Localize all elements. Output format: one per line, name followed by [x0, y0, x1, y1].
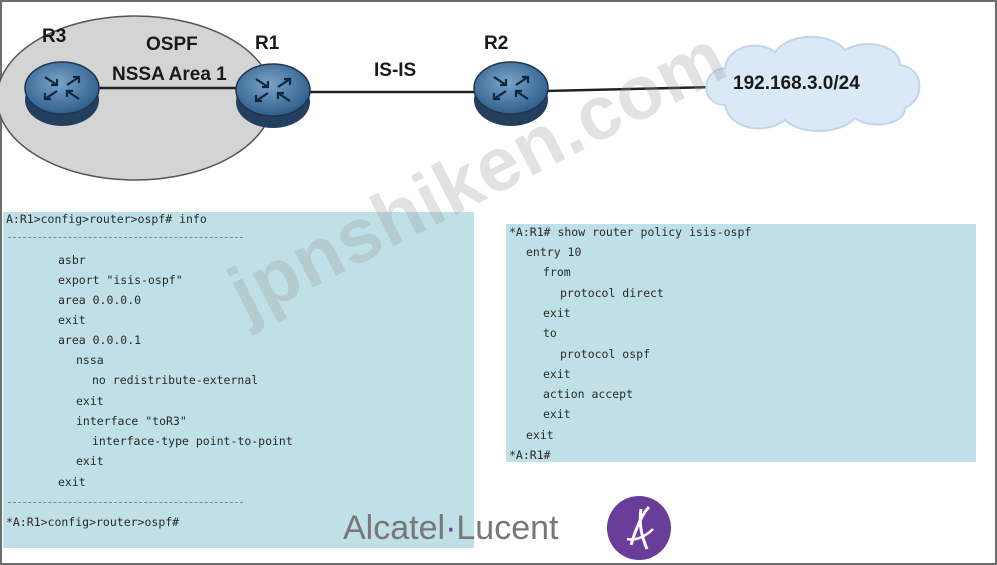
- router-icon: [24, 61, 100, 126]
- config-line: exit: [58, 475, 86, 489]
- policy-line: protocol direct: [560, 286, 664, 300]
- ospf-end-prompt: *A:R1>config>router>ospf#: [6, 515, 180, 529]
- config-line: interface "toR3": [76, 414, 187, 428]
- config-line: area 0.0.0.1: [58, 333, 142, 347]
- brand-separator: ·: [445, 509, 457, 547]
- separator-bottom: [8, 502, 243, 503]
- router-icon: [235, 63, 311, 128]
- cloud-network-label: 192.168.3.0/24: [733, 73, 860, 94]
- policy-line: entry 10: [526, 245, 582, 259]
- network-topology: [0, 15, 921, 181]
- policy-line: action accept: [543, 387, 634, 401]
- router-label-r2: R2: [484, 33, 509, 54]
- brand-wordmark: Alcatel·Lucent: [343, 509, 558, 548]
- router-label-r3: R3: [42, 26, 67, 47]
- config-line: exit: [76, 394, 104, 408]
- policy-line: exit: [526, 428, 554, 442]
- policy-line: exit: [543, 367, 571, 381]
- router-icon: [473, 61, 549, 126]
- policy-output-panel: [506, 224, 976, 462]
- policy-line: exit: [543, 306, 571, 320]
- config-line: exit: [58, 313, 86, 327]
- policy-line: *A:R1# show router policy isis-ospf: [509, 225, 752, 239]
- config-line: exit: [76, 454, 104, 468]
- policy-line: from: [543, 265, 571, 279]
- policy-line: exit: [543, 407, 571, 421]
- config-line: no redistribute-external: [92, 373, 259, 387]
- nssa-area-label: NSSA Area 1: [112, 64, 227, 85]
- link-r2-cloud: [544, 85, 716, 93]
- config-line: export "isis-ospf": [58, 273, 183, 287]
- network-cloud-icon: [705, 35, 921, 132]
- router-label-r1: R1: [255, 33, 280, 54]
- isis-link-label: IS-IS: [374, 60, 417, 81]
- ospf-info-prompt: A:R1>config>router>ospf# info: [6, 212, 207, 226]
- separator-top: [8, 237, 243, 238]
- alcatel-lucent-logo-icon: [607, 496, 671, 560]
- policy-line: *A:R1#: [509, 448, 551, 462]
- config-line: area 0.0.0.0: [58, 293, 142, 307]
- config-line: asbr: [58, 253, 86, 267]
- config-line: nssa: [76, 353, 104, 367]
- config-line: interface-type point-to-point: [92, 434, 293, 448]
- ospf-label: OSPF: [146, 34, 198, 55]
- brand-part2: Lucent: [456, 509, 559, 547]
- policy-line: protocol ospf: [560, 347, 651, 361]
- policy-line: to: [543, 326, 557, 340]
- ospf-config-panel: [3, 212, 474, 548]
- brand-part1: Alcatel: [343, 509, 446, 547]
